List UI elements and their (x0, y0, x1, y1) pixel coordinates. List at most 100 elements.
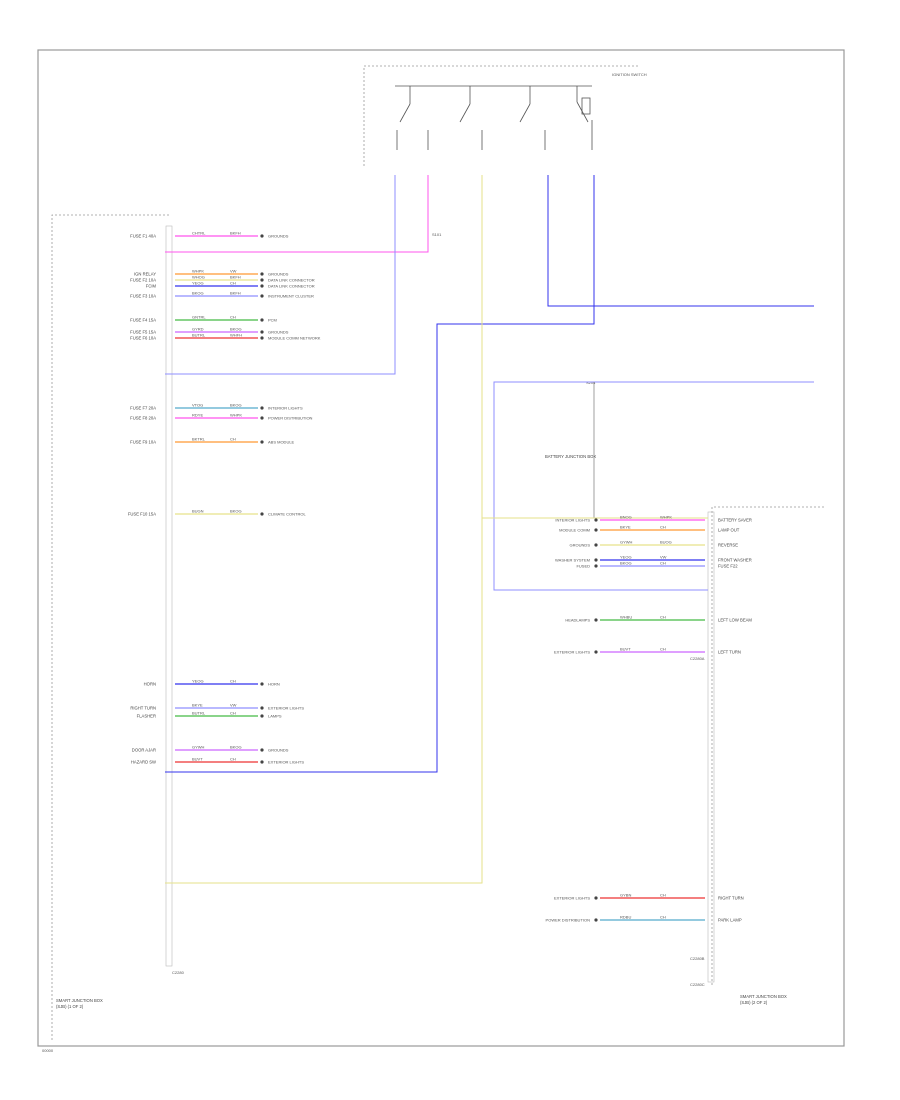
pin-label: FUSE F9 10A (130, 440, 156, 445)
wire-pink (165, 175, 429, 253)
connector-dot (260, 682, 264, 686)
connector-dot (594, 650, 598, 654)
connector-dot (260, 760, 264, 764)
wire-gauge: BKFH (230, 231, 241, 236)
wire-code: WHBU (620, 615, 632, 620)
connector-dot (594, 618, 598, 622)
wire-code: GYRD (192, 327, 204, 332)
pin-dest: INTERIOR LIGHTS (555, 518, 590, 523)
pin-label: FUSE F22 (718, 564, 738, 569)
pin-dest: GROUNDS (268, 748, 289, 753)
right-module-caption: SMART JUNCTION BOX (740, 994, 787, 999)
connector-dot (260, 440, 264, 444)
pin-dest: POWER DISTRIBUTION (268, 416, 313, 421)
wire-code: BKTRL (192, 437, 206, 442)
wire-lavender-b (493, 381, 814, 591)
wire-code: GNTRL (192, 315, 206, 320)
wire-code: YEOG (620, 555, 632, 560)
pin-label: LEFT LOW BEAM (718, 618, 752, 623)
wire-gauge: VW (230, 703, 237, 708)
pin-label: RIGHT TURN (718, 896, 744, 901)
pin-dest: GROUNDS (268, 234, 289, 239)
wire-gauge: CH (230, 679, 236, 684)
pin-label: FUSE F10 15A (128, 512, 156, 517)
connector-dot (260, 284, 264, 288)
wire-gauge: BKFH (230, 291, 241, 296)
pin-label: PARK LAMP (718, 918, 742, 923)
right-connector-strip (707, 511, 715, 983)
wire-gauge: CH (230, 281, 236, 286)
wire-code: BKYE (620, 525, 631, 530)
splice-label: S101 (432, 232, 442, 237)
pin-dest: EXTERIOR LIGHTS (268, 760, 304, 765)
wire-gauge: BKFH (230, 275, 241, 280)
wire-code: VTOG (192, 403, 203, 408)
wire-blue-a (165, 175, 595, 773)
pin-label: DOOR AJAR (132, 748, 156, 753)
wire-code: BUTRL (192, 711, 206, 716)
wire-gauge: BKOG (230, 327, 242, 332)
pin-dest: GROUNDS (268, 272, 289, 277)
wire-lavender-ign (165, 175, 396, 375)
ignition-switch-contacts (395, 85, 593, 150)
wire-gauge: CH (230, 437, 236, 442)
routed-wires (165, 175, 814, 884)
connector-dot (260, 406, 264, 410)
connector-dot (260, 512, 264, 516)
connector-dot (594, 528, 598, 532)
pin-dest: EXTERIOR LIGHTS (554, 650, 590, 655)
wire-code: YEOG (192, 281, 204, 286)
wire-code: GYWH (620, 540, 633, 545)
wire-code: BNOG (620, 515, 632, 520)
wire-gauge: CH (660, 615, 666, 620)
ignition-switch-box (363, 65, 640, 166)
pin-label: HORN (144, 682, 156, 687)
wire-gauge: VW (230, 269, 237, 274)
pin-label: FUSE F1 40A (130, 234, 156, 239)
right-module-caption: (SJB) (2 OF 2) (740, 1000, 768, 1005)
wire-code: BUGN (192, 509, 204, 514)
pin-dest: MODULE COMM (559, 528, 590, 533)
pin-dest: PCM (268, 318, 277, 323)
pin-label: FUSE F8 20A (130, 416, 156, 421)
wire-code: BUVT (620, 647, 631, 652)
connector-dot (594, 896, 598, 900)
left-module-caption: (SJB) (1 OF 2) (56, 1004, 84, 1009)
right-module-outline (711, 506, 825, 985)
right-connector-label: C2280B (690, 956, 705, 961)
pin-dest: DATA LINK CONNECTOR (268, 278, 315, 283)
connector-dot (594, 558, 598, 562)
pin-label: IGN RELAY (134, 272, 156, 277)
pin-dest: ABS MODULE (268, 440, 295, 445)
connector-dot (260, 336, 264, 340)
wire-code: GYWH (192, 745, 205, 750)
pin-dest: INSTRUMENT CLUSTER (268, 294, 314, 299)
connector-dot (594, 518, 598, 522)
pin-dest: WASHER SYSTEM (555, 558, 590, 563)
left-module-outline (51, 214, 170, 1040)
pin-label: FRONT WASHER (718, 558, 752, 563)
wire-code: WHOG (192, 275, 205, 280)
wire-gauge: CH (230, 757, 236, 762)
pin-label: FUSE F5 15A (130, 330, 156, 335)
wire-code: GYBN (620, 893, 631, 898)
pin-dest: EXTERIOR LIGHTS (554, 896, 590, 901)
pin-dest: MODULE COMM NETWORK (268, 336, 321, 341)
wire-code: YEOG (192, 679, 204, 684)
pin-label: HAZARD SW (131, 760, 156, 765)
